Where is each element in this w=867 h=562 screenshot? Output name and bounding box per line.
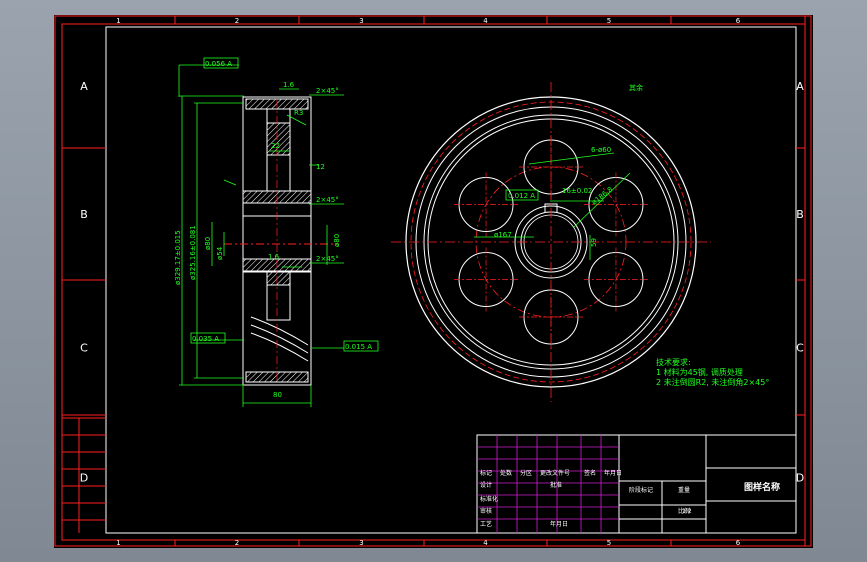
tb-process: 工艺 — [480, 520, 492, 528]
bore-chamfer-circle — [523, 214, 579, 270]
zone-col-bottom: 5 — [607, 539, 611, 547]
front-view-labels: 其余 6-ø60 ø186.8 ø167 0.012 A 16±0.02 59 — [494, 83, 643, 247]
pitch-diameter-label: ø325.16±0.081 — [189, 225, 197, 280]
zone-col-top: 1 — [116, 17, 120, 25]
zone-row-right: A — [796, 80, 804, 93]
zone-row-left: D — [80, 472, 88, 485]
rest-roughness-label: 其余 — [629, 83, 643, 92]
tol-frame-left: 0.035 A — [192, 335, 219, 343]
hub-right-diameter-label: ø80 — [333, 234, 341, 247]
holes-label: 6-ø60 — [591, 146, 611, 154]
notes-title: 技术要求: — [656, 357, 691, 367]
tol-frame-key: 0.012 A — [508, 192, 535, 200]
zone-col-top: 4 — [483, 17, 488, 25]
zone-col-top: 5 — [607, 17, 611, 25]
zone-col-bottom: 4 — [483, 539, 488, 547]
notes-line-2: 2 未注倒圆R2, 未注倒角2×45° — [656, 377, 769, 387]
chamfer-top-label: 2×45° — [316, 87, 339, 95]
title-block-frame — [476, 434, 797, 534]
zone-col-top: 6 — [736, 17, 741, 25]
zone-row-left: A — [80, 80, 88, 93]
angle-label: 12 — [316, 163, 325, 171]
zone-col-top: 3 — [359, 17, 363, 25]
tol-frame-right: 0.015 A — [345, 343, 372, 351]
tb-approve: 批准 — [550, 481, 562, 489]
roughness-top-label: 1.6 — [283, 81, 295, 89]
tb-scale-value: 1:2 — [682, 508, 692, 515]
zone-row-right: C — [796, 342, 804, 355]
chamfer-low-label: 2×45° — [316, 255, 339, 263]
tb-date: 年月日 — [550, 520, 568, 528]
zone-row-left: B — [80, 208, 88, 221]
zone-col-bottom: 1 — [116, 539, 120, 547]
face-width-label: 80 — [273, 391, 282, 399]
chamfer-mid-label: 2×45° — [316, 196, 339, 204]
notes-line-1: 1 材料为45钢, 调质处理 — [656, 367, 743, 377]
section-dimensions — [178, 57, 379, 407]
zone-row-left: C — [80, 342, 88, 355]
tb-stage: 阶段标记 — [629, 486, 653, 494]
radius-label: R3 — [294, 109, 303, 117]
bore-diameter-label: ø80 — [204, 237, 212, 250]
technical-notes: 技术要求: 1 材料为45钢, 调质处理 2 未注倒圆R2, 未注倒角2×45° — [656, 357, 769, 387]
keyway-width-label: 16±0.02 — [562, 187, 592, 195]
tb-mark: 标记 — [480, 469, 492, 477]
gear-front-view — [391, 82, 711, 402]
zone-row-right: D — [796, 472, 804, 485]
zone-row-right: B — [796, 208, 804, 221]
hub-circle — [514, 205, 588, 279]
outer-diameter-label: ø329.17±0.015 — [174, 230, 182, 285]
tb-zone: 分区 — [520, 469, 532, 477]
web-width-label: 22 — [271, 142, 280, 150]
tb-sign: 签名 — [584, 469, 596, 477]
tb-scale: 比例 — [678, 507, 690, 515]
zone-col-top: 2 — [235, 17, 239, 25]
hub-diameter-label: ø54 — [216, 246, 224, 260]
title-block-labels: 图样名称 设计 标准化 审核 工艺 批准 年月日 阶段标记 重量 比例 1:2 … — [480, 469, 780, 528]
tb-weight: 重量 — [678, 486, 690, 494]
hub-circle-label: ø167 — [494, 231, 512, 239]
zone-col-bottom: 2 — [235, 539, 239, 547]
title-block — [476, 434, 797, 534]
roughness-hub-label: 1.6 — [268, 253, 280, 261]
zone-col-bottom: 6 — [736, 539, 741, 547]
border-frame — [61, 23, 806, 541]
drawing-name: 图样名称 — [744, 481, 780, 493]
section-view — [224, 96, 339, 386]
tol-frame-top: 0.056 A — [205, 60, 232, 68]
keyway-depth-label: 59 — [590, 238, 598, 247]
tb-design: 设计 — [480, 481, 492, 489]
section-labels: 0.056 A 2×45° 2×45° 2×45° 1.6 1.6 R3 22 … — [174, 60, 372, 399]
tb-yymmdd: 年月日 — [604, 469, 622, 477]
tb-check: 审核 — [480, 507, 492, 515]
tb-count: 处数 — [500, 469, 512, 477]
tb-standard: 标准化 — [480, 495, 498, 503]
zone-col-bottom: 3 — [359, 539, 363, 547]
tb-change-doc: 更改文件号 — [540, 469, 570, 477]
front-view-dim-lines — [474, 152, 631, 260]
outer-frame — [54, 15, 812, 547]
